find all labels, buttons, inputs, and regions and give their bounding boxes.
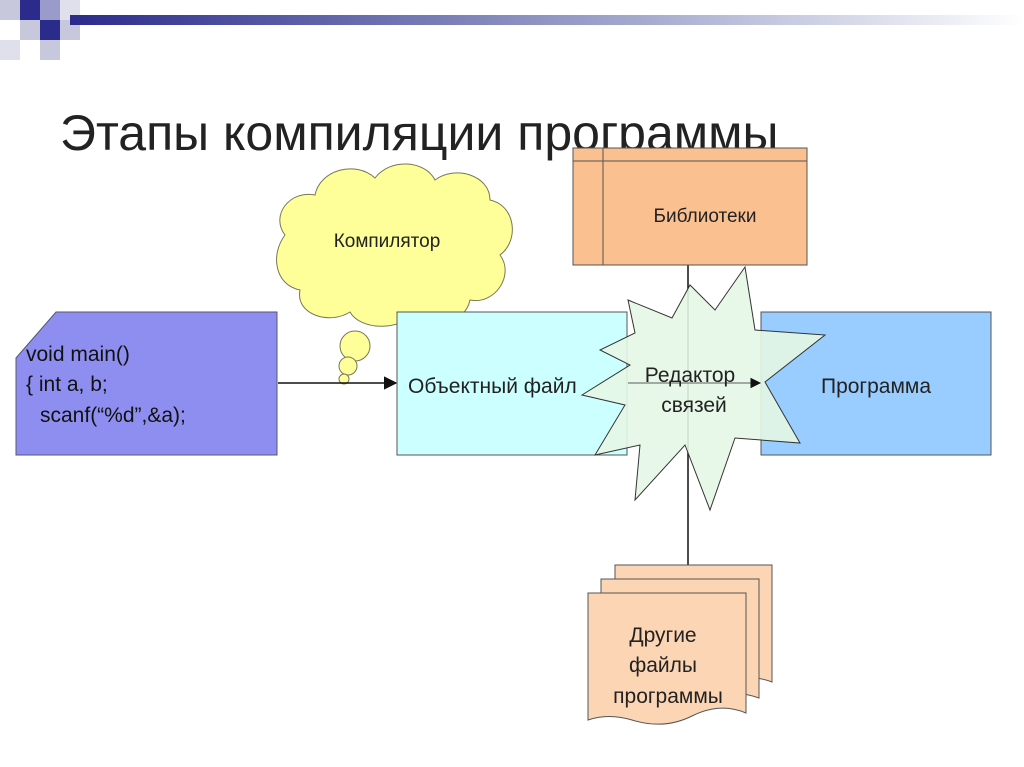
linker-label-line-1: Редактор xyxy=(645,364,735,387)
compiler-label: Компилятор xyxy=(334,231,441,252)
other-files-document-stack: Другие файлы программы xyxy=(587,564,773,725)
linker-label-line-2: связей xyxy=(661,394,727,417)
object-file-box xyxy=(396,311,628,456)
code-line-1: void main() xyxy=(26,343,130,366)
compiler-cloud: Компилятор xyxy=(276,163,513,385)
code-line-2: { int a, b; xyxy=(26,373,108,396)
linker-starburst xyxy=(580,265,827,512)
other-files-line-3: программы xyxy=(613,685,723,708)
code-line-3: scanf(“%d”,&a); xyxy=(40,404,186,427)
other-files-line-1: Другие xyxy=(629,624,696,647)
program-label: Программа xyxy=(821,375,931,398)
libraries-label: Библиотеки xyxy=(654,206,757,227)
source-code-card: void main() { int a, b; scanf(“%d”,&a); xyxy=(15,311,278,456)
slide-header-decoration xyxy=(0,0,1024,60)
libraries-box: Библиотеки xyxy=(572,147,808,266)
other-files-line-2: файлы xyxy=(629,654,697,677)
object-file-label: Объектный файл xyxy=(408,375,577,398)
